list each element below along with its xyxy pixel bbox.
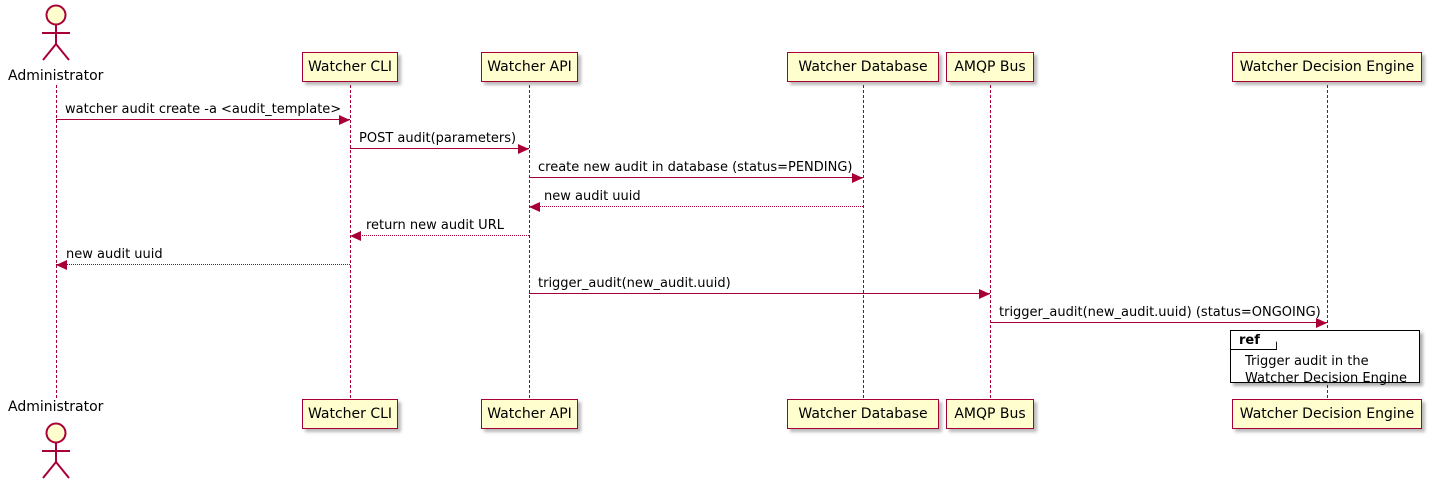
lifeline-watcher-api: [528, 85, 530, 398]
participant-amqp-bus-bottom[interactable]: AMQP Bus: [946, 399, 1034, 429]
lifeline-watcher-database: [862, 85, 864, 398]
message-label-m4: new audit uuid: [544, 189, 641, 204]
ref-fragment-tab-label: ref: [1231, 331, 1277, 350]
participant-watcher-cli-bottom[interactable]: Watcher CLI: [302, 399, 398, 429]
participant-label: Watcher CLI: [307, 59, 393, 75]
ref-fragment-body: Trigger audit in the Watcher Decision En…: [1231, 353, 1419, 387]
message-label-m5: return new audit URL: [366, 218, 504, 233]
actor-stick-figure-icon: [42, 4, 70, 61]
message-arrowhead-m1: [339, 115, 350, 125]
participant-label: AMQP Bus: [954, 59, 1026, 75]
participant-watcher-api-bottom[interactable]: Watcher API: [481, 399, 578, 429]
message-arrowhead-m7: [979, 289, 990, 299]
message-arrowhead-m8: [1316, 318, 1327, 328]
message-label-m1: watcher audit create -a <audit_template>: [65, 102, 342, 117]
message-arrowhead-m6: [56, 260, 67, 270]
participant-label: Watcher Decision Engine: [1239, 59, 1415, 75]
participant-watcher-api[interactable]: Watcher API: [481, 52, 578, 82]
message-line-m3: [529, 177, 863, 178]
ref-fragment-line-2: Watcher Decision Engine: [1245, 371, 1407, 386]
message-line-m5: [350, 235, 529, 236]
message-label-m8: trigger_audit(new_audit.uuid) (status=ON…: [999, 305, 1321, 320]
lifeline-administrator: [55, 85, 57, 398]
participant-amqp-bus[interactable]: AMQP Bus: [946, 52, 1034, 82]
ref-fragment: ref Trigger audit in the Watcher Decisio…: [1230, 330, 1420, 386]
participant-label: Watcher Database: [798, 59, 928, 75]
participant-watcher-database[interactable]: Watcher Database: [787, 52, 939, 82]
participant-watcher-decision-engine-bottom[interactable]: Watcher Decision Engine: [1232, 399, 1422, 429]
participant-watcher-database-bottom[interactable]: Watcher Database: [787, 399, 939, 429]
actor-stick-figure-icon-bottom: [42, 422, 70, 479]
actor-administrator-label-bottom: Administrator: [8, 399, 104, 415]
participant-label: Watcher API: [487, 406, 572, 422]
message-line-m7: [529, 293, 990, 294]
ref-fragment-line-1: Trigger audit in the: [1245, 354, 1369, 369]
message-label-m2: POST audit(parameters): [359, 131, 517, 146]
message-arrowhead-m3: [852, 173, 863, 183]
participant-label: Watcher API: [487, 59, 572, 75]
participant-label: Watcher CLI: [307, 406, 393, 422]
actor-administrator-label: Administrator: [8, 68, 104, 84]
actor-administrator-bottom: [32, 420, 80, 486]
actor-administrator: [32, 2, 80, 68]
message-line-m4: [529, 206, 863, 207]
message-arrowhead-m5: [350, 231, 361, 241]
message-label-m7: trigger_audit(new_audit.uuid): [538, 276, 731, 291]
message-line-m2: [350, 148, 529, 149]
message-arrowhead-m2: [518, 144, 529, 154]
participant-label: Watcher Database: [798, 406, 928, 422]
message-label-m3: create new audit in database (status=PEN…: [538, 160, 853, 175]
participant-watcher-decision-engine[interactable]: Watcher Decision Engine: [1232, 52, 1422, 82]
message-arrowhead-m4: [529, 202, 540, 212]
message-line-m6: [56, 264, 350, 265]
message-line-m1: [56, 119, 350, 120]
message-label-m6: new audit uuid: [66, 247, 163, 262]
participant-label: AMQP Bus: [954, 406, 1026, 422]
lifeline-amqp-bus: [989, 85, 991, 398]
participant-label: Watcher Decision Engine: [1239, 406, 1415, 422]
message-line-m8: [990, 322, 1327, 323]
lifeline-watcher-cli: [349, 85, 351, 398]
lifeline-watcher-decision-engine: [1326, 85, 1328, 398]
participant-watcher-cli[interactable]: Watcher CLI: [302, 52, 398, 82]
